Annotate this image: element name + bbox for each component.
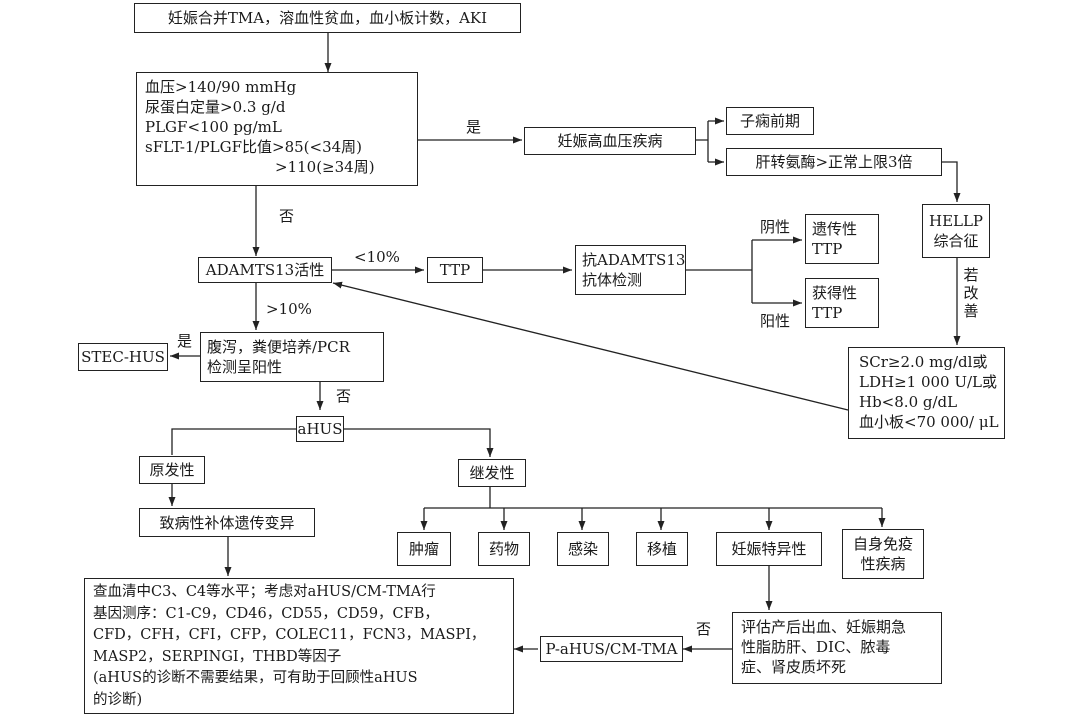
node-secondary: 继发性	[458, 459, 526, 487]
lab-line-4: 血小板<70 000/ μL	[859, 413, 999, 431]
arrow-hdp-branches	[696, 121, 724, 162]
node-ahus: aHUS	[296, 416, 344, 442]
node-hereditary-ttp: 遗传性 TTP	[805, 214, 879, 264]
node-pahus-text: P-aHUS/CM-TMA	[545, 640, 678, 658]
evaluate-line-3: 症、肾皮质坏死	[741, 658, 847, 676]
tests-line-4: MASP2，SERPINGI，THBD等因子	[93, 648, 342, 665]
node-pahus: P-aHUS/CM-TMA	[540, 636, 683, 662]
arrow-liver-hellp	[942, 161, 961, 202]
criteria-line-4: sFLT-1/PLGF比值>85(<34周)	[145, 138, 363, 156]
node-adamts13-text: ADAMTS13活性	[205, 261, 325, 279]
node-tests: 查血清中C3、C4等水平；考虑对aHUS/CM-TMA行 基因测序：C1-C9，…	[84, 578, 514, 714]
node-adamts13: ADAMTS13活性	[198, 257, 332, 283]
tests-line-5: (aHUS的诊断不需要结果，可有助于回顾性aHUS	[93, 670, 418, 686]
node-ahus-text: aHUS	[297, 420, 343, 438]
node-tumor-text: 肿瘤	[408, 540, 439, 558]
node-hellp-line-1: HELLP	[928, 212, 984, 230]
label-if-improved: 若改善	[963, 266, 979, 320]
node-autoimmune: 自身免疫 性疾病	[842, 529, 924, 579]
node-hdp: 妊娠高血压疾病	[524, 127, 696, 155]
node-ttp-text: TTP	[439, 261, 471, 279]
criteria-line-2: 尿蛋白定量>0.3 g/d	[145, 98, 286, 116]
lab-line-3: Hb<8.0 g/dL	[859, 393, 958, 411]
node-preeclampsia-text: 子痫前期	[739, 112, 800, 130]
label-yes-hdp: 是	[466, 118, 482, 136]
evaluate-line-1: 评估产后出血、妊娠期急	[741, 618, 907, 636]
criteria-line-5: >110(≥34周)	[275, 158, 375, 176]
node-preeclampsia: 子痫前期	[726, 107, 814, 135]
evaluate-line-2: 性脂肪肝、DIC、脓毒	[741, 638, 891, 656]
label-lt10: <10%	[354, 248, 400, 266]
node-drug-text: 药物	[488, 540, 519, 558]
node-stec: STEC-HUS	[78, 343, 168, 371]
label-yes-stec: 是	[177, 332, 193, 350]
node-acquired-line-1: 获得性	[812, 284, 858, 302]
node-infection-text: 感染	[567, 540, 598, 558]
node-hellp: HELLP 综合征	[922, 204, 990, 258]
label-no-adamts: 否	[279, 207, 295, 225]
node-transplant: 移植	[636, 532, 688, 566]
tests-line-1: 查血清中C3、C4等水平；考虑对aHUS/CM-TMA行	[93, 584, 436, 600]
node-lab: SCr≥2.0 mg/dl或 LDH≥1 000 U/L或 Hb<8.0 g/d…	[848, 347, 1005, 439]
label-no-pahus: 否	[696, 620, 712, 638]
tests-line-6: 的诊断)	[93, 691, 143, 708]
node-antibody: 抗ADAMTS13 抗体检测	[575, 245, 686, 295]
label-no-ahus: 否	[336, 387, 352, 405]
node-secondary-text: 继发性	[469, 464, 515, 482]
node-diarrhea-line-2: 检测呈阳性	[207, 358, 283, 376]
criteria-line-1: 血压>140/90 mmHg	[145, 78, 297, 96]
arrow-lab-adamts	[332, 281, 849, 411]
node-acquired-line-2: TTP	[812, 304, 843, 322]
tests-line-3: CFD，CFH，CFI，CFP，COLEC11，FCN3，MASPI，	[93, 627, 486, 643]
node-primary: 原发性	[139, 456, 205, 484]
arrow-ahus-branches	[171, 428, 490, 457]
node-hellp-line-2: 综合征	[933, 232, 979, 250]
node-transplant-text: 移植	[646, 540, 677, 558]
arrow-antibody-branches	[686, 240, 802, 303]
node-tumor: 肿瘤	[397, 532, 451, 566]
node-liver: 肝转氨酶>正常上限3倍	[726, 148, 942, 176]
node-stec-text: STEC-HUS	[81, 348, 165, 366]
node-diarrhea: 腹泻，粪便培养/PCR 检测呈阳性	[200, 332, 384, 382]
node-autoimmune-line-1: 自身免疫	[852, 535, 913, 553]
lab-line-2: LDH≥1 000 U/L或	[859, 373, 998, 391]
node-hdp-text: 妊娠高血压疾病	[557, 132, 663, 150]
node-hereditary-line-1: 遗传性	[812, 220, 858, 238]
node-evaluate: 评估产后出血、妊娠期急 性脂肪肝、DIC、脓毒 症、肾皮质坏死	[732, 612, 942, 684]
node-antibody-line-2: 抗体检测	[582, 271, 643, 289]
node-start-text: 妊娠合并TMA，溶血性贫血，血小板计数，AKI	[167, 9, 488, 27]
node-primary-text: 原发性	[149, 461, 195, 479]
label-negative: 阴性	[760, 218, 791, 236]
node-start: 妊娠合并TMA，溶血性贫血，血小板计数，AKI	[134, 3, 521, 33]
node-liver-text: 肝转氨酶>正常上限3倍	[755, 153, 913, 171]
arrow-secondary-causes	[424, 487, 882, 509]
node-genetic: 致病性补体遗传变异	[139, 508, 315, 537]
label-gt10: >10%	[266, 300, 312, 318]
node-criteria: 血压>140/90 mmHg 尿蛋白定量>0.3 g/d PLGF<100 pg…	[136, 72, 418, 186]
tests-line-2: 基因测序：C1-C9，CD46，CD55，CD59，CFB，	[93, 605, 439, 622]
node-diarrhea-line-1: 腹泻，粪便培养/PCR	[207, 338, 350, 356]
node-genetic-text: 致病性补体遗传变异	[159, 513, 295, 532]
node-antibody-line-1: 抗ADAMTS13	[582, 251, 686, 269]
node-acquired-ttp: 获得性 TTP	[805, 278, 879, 328]
criteria-line-3: PLGF<100 pg/mL	[145, 118, 282, 136]
node-hereditary-line-2: TTP	[812, 240, 843, 258]
node-pregnancy-specific-text: 妊娠特异性	[731, 540, 807, 558]
node-infection: 感染	[557, 532, 609, 566]
node-ttp: TTP	[427, 257, 483, 283]
label-positive: 阳性	[760, 312, 791, 330]
node-autoimmune-line-2: 性疾病	[860, 555, 906, 573]
node-drug: 药物	[478, 532, 530, 566]
lab-line-1: SCr≥2.0 mg/dl或	[859, 353, 988, 371]
node-pregnancy-specific: 妊娠特异性	[716, 532, 822, 566]
